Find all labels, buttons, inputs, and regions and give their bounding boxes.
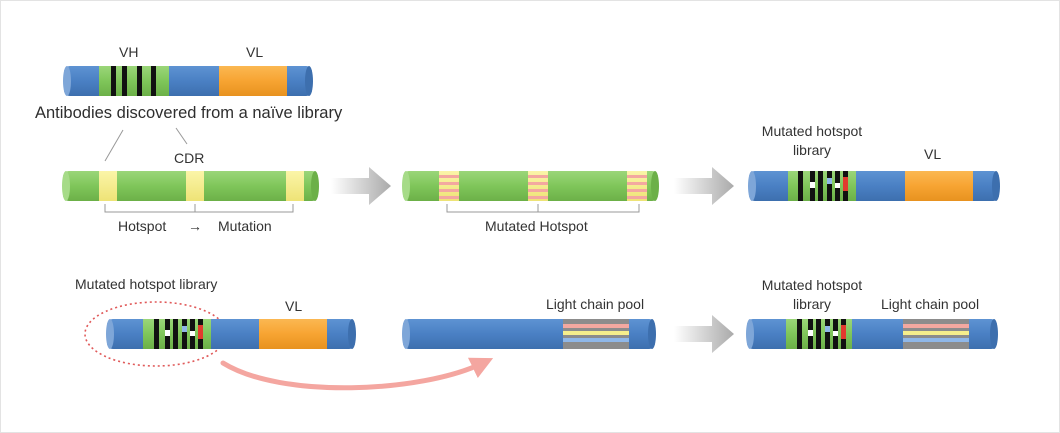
vl-label-mid: VL [924,146,942,162]
mutated-library-label-mid-1: Mutated hotspot [761,123,863,139]
flow-arrow [674,315,734,353]
arrow-glyph: → [188,218,202,234]
mutated-library-label-mid-2: library [792,142,832,158]
mutated-library-bar-bottom [106,319,356,349]
cdr-label: CDR [174,150,205,166]
connector-line [175,127,188,145]
mutation-label: Mutation [218,218,272,234]
curved-arrow [220,357,494,391]
mutated-hotspot-bar [402,171,659,201]
antibody-bar-top [63,66,313,96]
mutated-library-bar-mid [748,171,1000,201]
hotspot-bar [62,171,319,201]
light-chain-pool-label-right: Light chain pool [881,296,980,312]
light-chain-pool-bar [402,319,656,349]
antibodies-caption: Antibodies discovered from a naïve libra… [35,104,343,122]
flow-arrow [674,167,734,205]
hotspot-bracket [104,204,294,213]
vl-label-bottom: VL [285,298,303,314]
flow-arrow [331,167,391,205]
mutated-library-label-right-2: library [792,296,832,312]
connector-line [104,129,124,162]
hotspot-label: Hotspot [118,218,167,234]
vh-label: VH [119,44,139,60]
mutated-library-label-right-1: Mutated hotspot [761,277,863,293]
mutated-hotspot-label: Mutated Hotspot [485,218,588,234]
combined-library-bar [746,319,998,349]
vl-label-top: VL [246,44,264,60]
mutated-library-label-bottom: Mutated hotspot library [75,276,218,292]
mutated-hotspot-bracket [446,204,640,213]
light-chain-pool-label: Light chain pool [546,296,645,312]
